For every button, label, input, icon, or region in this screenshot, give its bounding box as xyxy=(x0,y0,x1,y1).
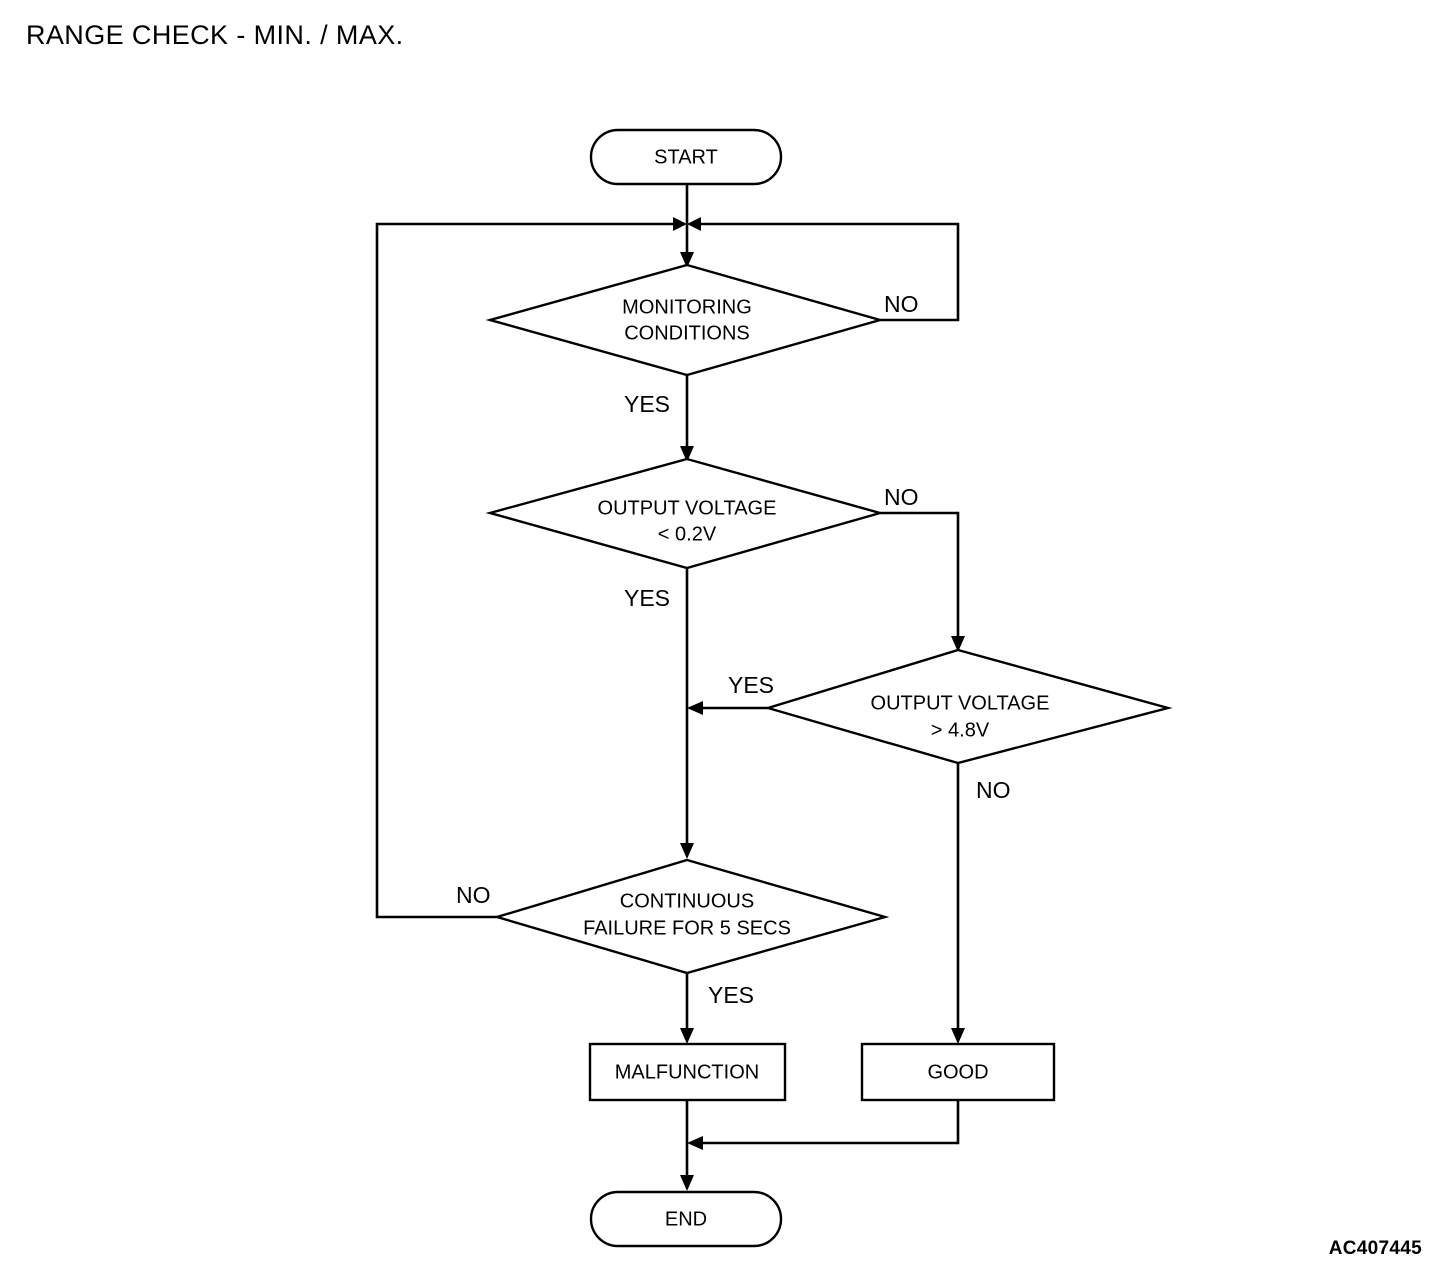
arrow-into-monitoring xyxy=(680,252,694,268)
reference-code: AC407445 xyxy=(1328,1238,1422,1259)
arrow-into-good xyxy=(951,1028,965,1044)
node-monitoring-conditions[interactable] xyxy=(485,263,885,377)
conn-good-merge xyxy=(697,1100,960,1145)
node-continuous-label-line2: FAILURE FOR 5 SECS xyxy=(583,917,791,939)
node-start[interactable] xyxy=(589,128,783,186)
conn-volt-low-no xyxy=(880,511,960,644)
node-monitoring-label-line2: CONDITIONS xyxy=(624,322,750,344)
arrow-into-end xyxy=(680,1175,694,1191)
edge-label-volt-low-yes: YES xyxy=(624,585,670,611)
conn-monitoring-no-feedback xyxy=(695,222,960,322)
node-output-voltage-high[interactable] xyxy=(763,648,1173,765)
edge-label-continuous-no: NO xyxy=(456,882,491,908)
node-volt-high-label-line1: OUTPUT VOLTAGE xyxy=(871,692,1050,714)
arrow-into-volt-low xyxy=(680,446,694,462)
node-malfunction[interactable] xyxy=(588,1042,787,1102)
node-output-voltage-low[interactable] xyxy=(485,457,885,570)
node-volt-low-label-line1: OUTPUT VOLTAGE xyxy=(598,497,777,519)
node-end-label: END xyxy=(665,1208,707,1230)
arrow-into-continuous xyxy=(680,843,694,859)
node-end[interactable] xyxy=(589,1190,783,1248)
node-good[interactable] xyxy=(860,1042,1056,1102)
node-volt-high-label-line2: > 4.8V xyxy=(931,719,990,741)
edge-label-continuous-yes: YES xyxy=(708,982,754,1008)
arrow-feedback-right-into-junction xyxy=(687,217,701,231)
node-good-label: GOOD xyxy=(927,1061,988,1083)
arrow-into-volt-high xyxy=(951,636,965,652)
edge-label-monitoring-yes: YES xyxy=(624,391,670,417)
node-volt-low-label-line2: < 0.2V xyxy=(658,523,717,545)
edge-label-volt-high-no: NO xyxy=(976,777,1011,803)
arrow-good-merge xyxy=(687,1136,703,1150)
arrow-into-malfunction xyxy=(680,1028,694,1044)
arrow-volt-high-yes-merge xyxy=(687,701,703,715)
node-monitoring-label-line1: MONITORING xyxy=(622,296,752,318)
node-continuous-label-line1: CONTINUOUS xyxy=(620,890,754,912)
edge-label-volt-high-yes: YES xyxy=(728,672,774,698)
page-title: RANGE CHECK - MIN. / MAX. xyxy=(26,20,404,50)
node-continuous-failure[interactable] xyxy=(492,858,890,975)
edge-label-monitoring-no: NO xyxy=(884,291,919,317)
arrow-feedback-left-into-junction xyxy=(673,217,687,231)
node-start-label: START xyxy=(654,146,718,168)
edge-label-volt-low-no: NO xyxy=(884,484,919,510)
node-malfunction-label: MALFUNCTION xyxy=(615,1061,759,1083)
conn-continuous-no-feedback xyxy=(375,222,679,919)
